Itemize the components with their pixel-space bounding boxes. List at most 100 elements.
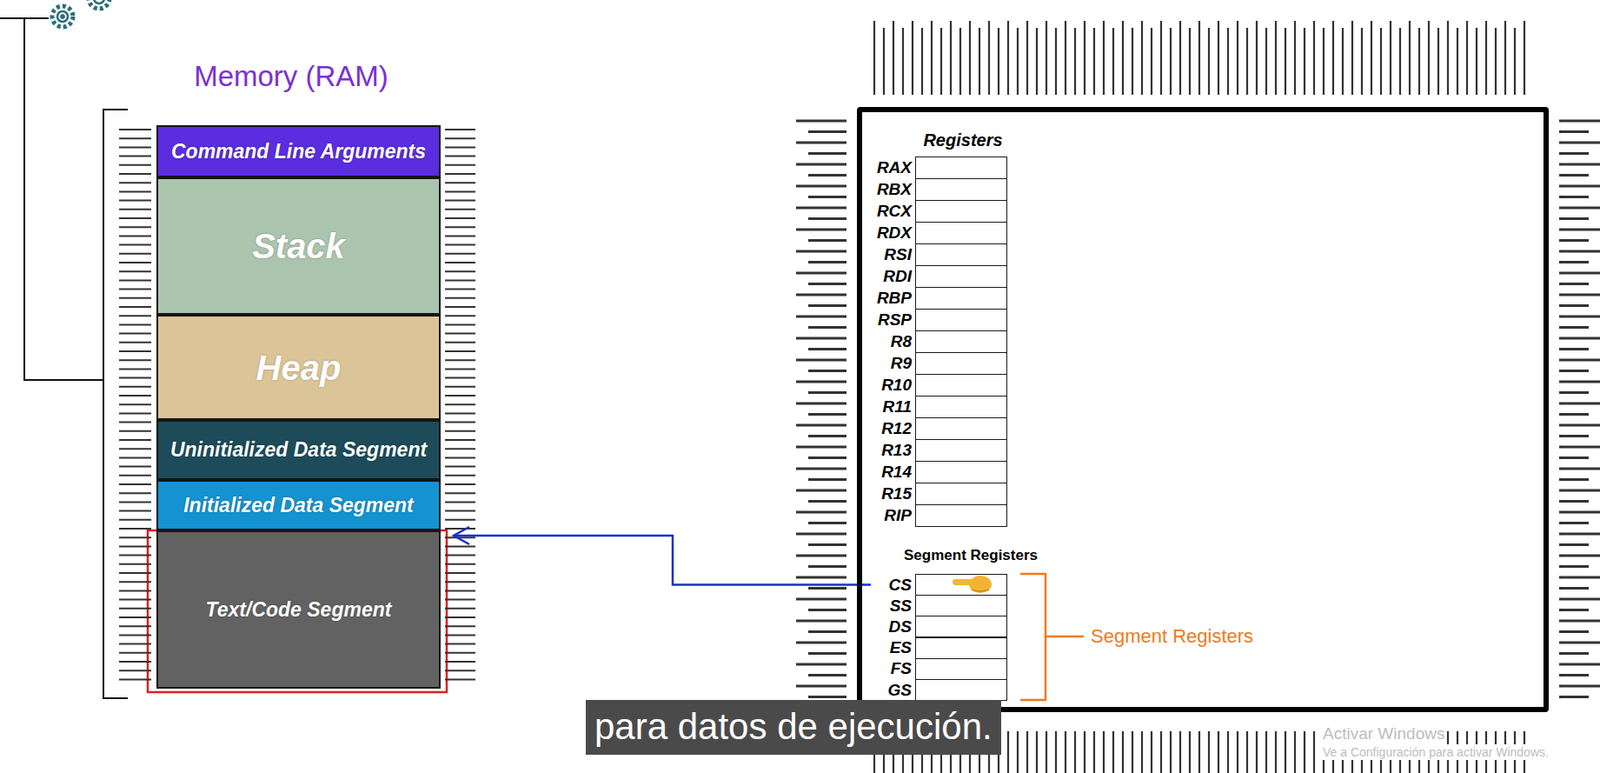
register-cell (915, 438, 1008, 462)
pin (930, 20, 933, 95)
pin (119, 651, 152, 654)
pin (119, 527, 152, 530)
pin (796, 554, 847, 558)
pin (444, 377, 476, 379)
pin (119, 314, 152, 317)
pin (119, 421, 152, 424)
register-cell (915, 243, 1008, 266)
register: RDI (875, 265, 1008, 288)
pin (119, 217, 152, 220)
pin (119, 288, 152, 291)
pin (1074, 730, 1076, 773)
pin (969, 20, 971, 95)
pin (1559, 217, 1589, 220)
pin (1559, 511, 1600, 514)
pin (1141, 730, 1143, 773)
pin (444, 643, 476, 645)
segment-label: Text/Code Segment (205, 597, 392, 621)
pin (119, 447, 152, 450)
register: RAX (875, 156, 1008, 180)
pin (808, 586, 847, 590)
pin (1246, 730, 1249, 773)
hand-fold (971, 589, 990, 591)
pin (444, 155, 476, 158)
register: R8 (875, 330, 1008, 353)
pin (808, 195, 847, 199)
pin (119, 128, 152, 131)
pin (444, 527, 476, 530)
pin (444, 554, 476, 557)
register-name: RIP (875, 505, 916, 525)
pin (796, 185, 847, 188)
register: R10 (875, 373, 1008, 397)
pin (796, 445, 847, 449)
pin (1437, 27, 1440, 95)
register: R11 (875, 395, 1008, 419)
pin (808, 499, 847, 503)
orange-bracket (1020, 573, 1084, 700)
pin (1418, 27, 1421, 95)
pin (444, 518, 476, 521)
pin (444, 421, 476, 424)
pin (444, 500, 476, 503)
pin (1112, 730, 1115, 773)
register: RBX (875, 178, 1008, 201)
pin (796, 511, 847, 514)
pin (1284, 27, 1287, 95)
pin (119, 341, 152, 344)
pin (119, 554, 152, 557)
register-cell (915, 351, 1008, 375)
pin (1093, 27, 1096, 95)
register-cell (915, 221, 1008, 245)
pin (1559, 228, 1600, 232)
pin (796, 272, 847, 275)
pin (444, 483, 476, 485)
pin (1559, 293, 1600, 297)
pin (1559, 412, 1589, 416)
pin (988, 20, 990, 95)
pin (796, 228, 847, 232)
register-name: R11 (875, 397, 916, 417)
register: R12 (875, 417, 1008, 440)
pin (444, 358, 476, 361)
register: FS (875, 657, 1008, 680)
pin (444, 252, 476, 255)
pin (119, 598, 152, 601)
pin (119, 643, 152, 645)
pin (444, 128, 476, 131)
pin (1408, 20, 1411, 95)
pin (444, 314, 476, 317)
register-cell (915, 286, 1008, 310)
pin (444, 278, 476, 281)
tree-line (0, 18, 104, 380)
pin (444, 598, 476, 601)
pin (808, 217, 847, 220)
pin (1559, 651, 1589, 655)
register-name: R13 (875, 440, 916, 460)
pin (1559, 499, 1589, 503)
pin (1322, 27, 1325, 95)
pin (119, 544, 152, 547)
pin (1064, 20, 1067, 95)
pin (119, 589, 152, 591)
pin (808, 412, 847, 416)
pin (808, 260, 847, 264)
register-name: SS (875, 596, 916, 616)
pin (444, 217, 476, 220)
pin (808, 651, 847, 655)
memory-segment: Stack (156, 177, 441, 315)
pin (1559, 564, 1589, 568)
pin (1559, 152, 1589, 155)
pin (1559, 380, 1600, 384)
pin (444, 633, 476, 636)
pin (444, 394, 476, 397)
pin (119, 491, 152, 494)
pin (1559, 185, 1600, 188)
pin (1313, 730, 1315, 773)
pin (1559, 630, 1589, 633)
pin (1559, 619, 1600, 623)
pin (796, 597, 847, 601)
pin (444, 510, 476, 512)
pin (444, 367, 476, 370)
pin (1332, 20, 1335, 95)
